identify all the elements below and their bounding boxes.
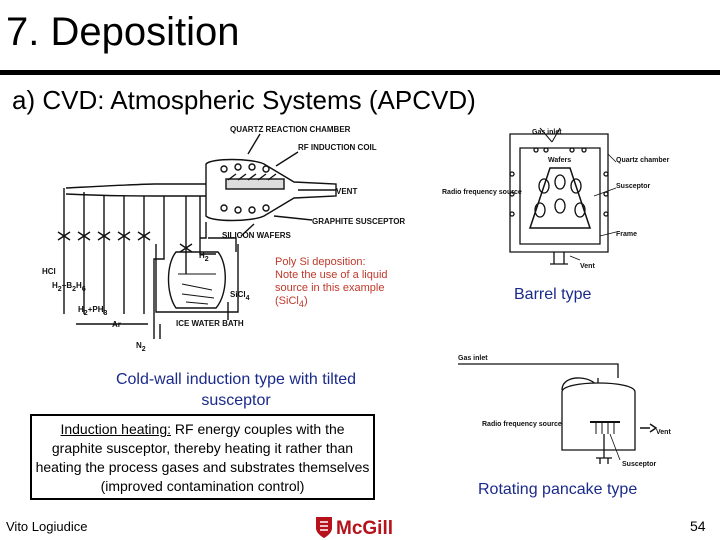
pancake-label-vent: Vent (656, 429, 671, 436)
gas-inlet-tube (65, 183, 206, 197)
footer-author: Vito Logiudice (6, 519, 88, 534)
barrel-label-quartz: Quartz chamber (616, 157, 670, 164)
title-divider (0, 70, 720, 75)
induction-heating-box: Induction heating: RF energy couples wit… (30, 414, 375, 500)
poly-si-note: Poly Si deposition: Note the use of a li… (275, 256, 388, 310)
barrel-label-vent: Vent (580, 263, 595, 270)
label-hcl: HCl (42, 267, 56, 276)
page-number: 54 (690, 518, 706, 534)
induction-heating-lead: Induction heating: (60, 421, 171, 437)
pancake-label-gas-inlet: Gas inlet (458, 355, 488, 362)
pancake-diagram: Gas inlet Radio frequency source Vent Su… (458, 355, 671, 468)
svg-text:McGill: McGill (336, 518, 393, 539)
barrel-diagram: Gas inlet Wafers Quartz chamber Radio fr… (442, 127, 670, 270)
mcgill-logo: McGill (316, 517, 393, 539)
barrel-label-frame: Frame (616, 231, 637, 238)
slide-subtitle: a) CVD: Atmospheric Systems (APCVD) (12, 85, 476, 115)
label-silicon-wafers: SILICON WAFERS (222, 231, 292, 240)
pancake-caption: Rotating pancake type (478, 481, 638, 498)
slide-title: 7. Deposition (6, 10, 240, 54)
label-quartz-chamber: QUARTZ REACTION CHAMBER (230, 125, 351, 134)
label-h2-top: H2 (199, 251, 209, 263)
barrel-label-susceptor: Susceptor (616, 183, 651, 190)
pancake-bell-jar (561, 382, 636, 451)
barrel-label-gas-inlet: Gas inlet (532, 129, 562, 136)
barrel-caption: Barrel type (514, 286, 592, 303)
quartz-chamber-shape (205, 158, 337, 222)
label-h2-b2h6: H2+B2H6 (52, 281, 86, 293)
pancake-label-susceptor: Susceptor (622, 461, 657, 468)
induction-heating-text: RF energy couples with the graphite susc… (35, 421, 370, 494)
barrel-label-rf-source: Radio frequency source (442, 189, 522, 196)
cold-wall-diagram: QUARTZ REACTION CHAMBER RF INDUCTION COI… (42, 125, 405, 353)
label-sicl4: SiCl4 (230, 290, 250, 302)
cold-wall-labels: QUARTZ REACTION CHAMBER RF INDUCTION COI… (42, 125, 405, 353)
label-h2-ph3: H2+PH3 (78, 305, 107, 317)
ice-water-bath-shape (155, 244, 239, 313)
barrel-label-wafers: Wafers (548, 157, 571, 164)
label-graphite-susceptor: GRAPHITE SUSCEPTOR (312, 217, 405, 226)
label-ice-water-bath: ICE WATER BATH (176, 319, 244, 328)
cold-wall-caption: Cold-wall induction type with tilted sus… (115, 371, 357, 409)
label-rf-coil: RF INDUCTION COIL (298, 143, 377, 152)
label-n2: N2 (136, 341, 146, 353)
label-ar: Ar (112, 320, 121, 329)
label-vent: VENT (336, 187, 357, 196)
pancake-label-rf-source: Radio frequency source (482, 421, 562, 428)
